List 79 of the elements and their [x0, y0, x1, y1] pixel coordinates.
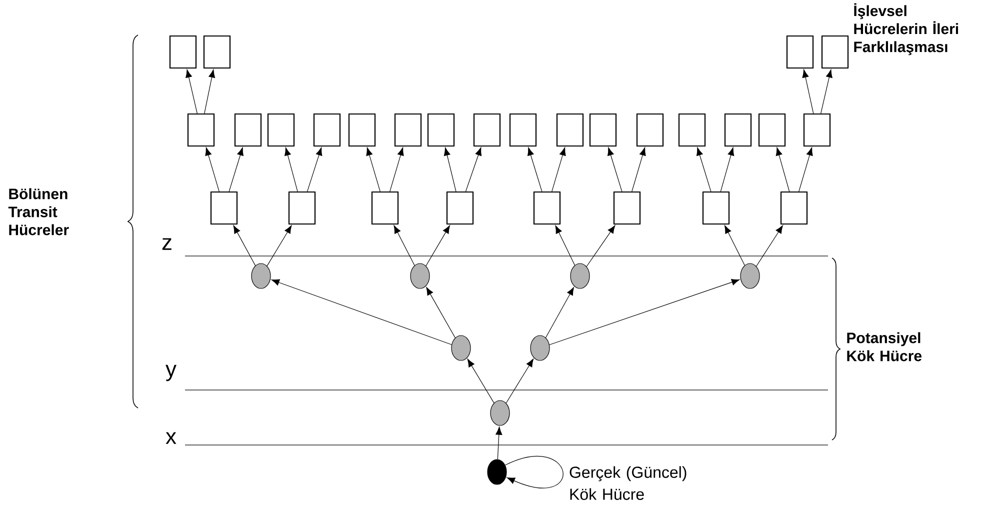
arrow: [608, 147, 622, 192]
cell-square: [613, 191, 641, 225]
arrow: [776, 147, 790, 192]
cell-square: [786, 35, 814, 69]
arrow: [586, 225, 616, 267]
arrow: [426, 287, 456, 338]
label-text: y: [166, 364, 176, 382]
arrow: [696, 147, 712, 192]
arrow: [465, 147, 482, 192]
arrow: [366, 147, 380, 192]
cell-square: [556, 113, 584, 147]
cell-square: [267, 113, 295, 147]
cell-square: [509, 113, 537, 147]
cell-circle: [740, 263, 760, 289]
arrow: [284, 147, 298, 192]
cell-square: [473, 113, 501, 147]
label-text: İşlevsel Hücrelerin İleri Farklılaşması: [854, 3, 958, 56]
arrow: [205, 147, 220, 192]
cell-square: [446, 191, 474, 225]
arrow: [228, 147, 244, 192]
cell-square: [313, 113, 341, 147]
arrow: [552, 147, 566, 192]
cell-square: [203, 35, 231, 69]
arrow: [394, 225, 415, 266]
arrow: [632, 147, 646, 192]
label-text: Bölünen Transit Hücreler: [8, 188, 69, 236]
cell-square: [169, 35, 197, 69]
cell-circle: [251, 263, 271, 289]
arrow: [802, 69, 814, 114]
arrow: [444, 147, 456, 192]
arrow: [390, 147, 404, 192]
cell-caption: Gerçek (Güncel) Kök Hücre: [570, 466, 686, 500]
cell-circle: [530, 335, 550, 361]
cell-square: [210, 191, 238, 225]
cell-square: [803, 113, 831, 147]
cell-square: [636, 113, 664, 147]
arrow: [549, 278, 740, 346]
arrow: [186, 69, 198, 114]
cell-square: [821, 35, 849, 69]
arrow: [426, 225, 450, 266]
cell-circle: [410, 263, 430, 289]
cell-square: [780, 191, 808, 225]
cell-square: [724, 113, 752, 147]
cell-circle: [490, 400, 510, 426]
cell-circle: [451, 335, 471, 361]
arrow: [798, 147, 813, 192]
arrow: [820, 69, 832, 114]
arrow: [266, 225, 292, 266]
arrow: [496, 426, 502, 460]
arrow: [724, 225, 745, 266]
cell-square: [371, 191, 399, 225]
arrow: [271, 279, 452, 345]
arrow: [467, 358, 494, 404]
cell-square: [234, 113, 262, 147]
cell-square: [589, 113, 617, 147]
arrow: [504, 456, 564, 488]
cell-square: [187, 113, 215, 147]
arrow: [233, 225, 256, 266]
arrow: [204, 69, 216, 114]
arrow: [528, 147, 542, 192]
arrow: [545, 287, 574, 338]
cell-square: [348, 113, 376, 147]
arrow: [756, 225, 783, 267]
cell-circle: [487, 459, 507, 485]
cell-circle: [570, 263, 590, 289]
label-text: z: [162, 238, 172, 250]
arrow: [555, 225, 576, 266]
cell-square: [758, 113, 786, 147]
label-text: Potansiyel Kök Hücre: [847, 332, 922, 362]
arrow: [307, 147, 322, 192]
arrow: [506, 358, 534, 404]
cell-square: [394, 113, 422, 147]
arrow: [720, 147, 734, 192]
cell-square: [678, 113, 706, 147]
cell-square: [288, 191, 316, 225]
cell-square: [702, 191, 730, 225]
label-text: x: [166, 432, 176, 444]
cell-square: [427, 113, 455, 147]
cell-square: [533, 191, 561, 225]
